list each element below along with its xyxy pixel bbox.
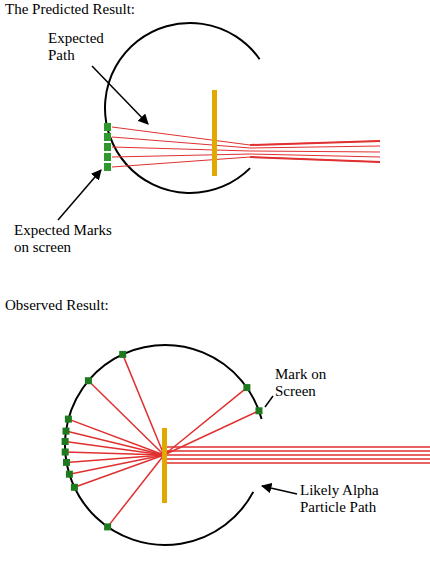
pointer-arrow [92,66,148,124]
panel-heading: The Predicted Result: [5,1,205,18]
callout-label: Mark on Screen [275,366,353,400]
leader-line [265,396,273,407]
scattered-paths [65,354,259,527]
panel-heading: Observed Result: [5,297,205,314]
screen-circle [105,23,260,193]
heading-underline [0,317,290,319]
predicted-beams [112,127,380,167]
pointer-arrow [58,170,101,220]
gold-foil [212,90,217,176]
callout-label: Expected Marks on screen [14,222,126,256]
predicted-marks [104,123,111,171]
heading-underline [0,19,385,21]
callout-label: Expected Path [48,30,118,64]
observed-marks [62,351,263,531]
observed-beams [167,447,430,463]
gold-foil [162,428,167,503]
callout-label: Likely Alpha Particle Path [300,482,408,516]
pointer-arrow [262,486,297,494]
screen-circle [65,345,262,545]
